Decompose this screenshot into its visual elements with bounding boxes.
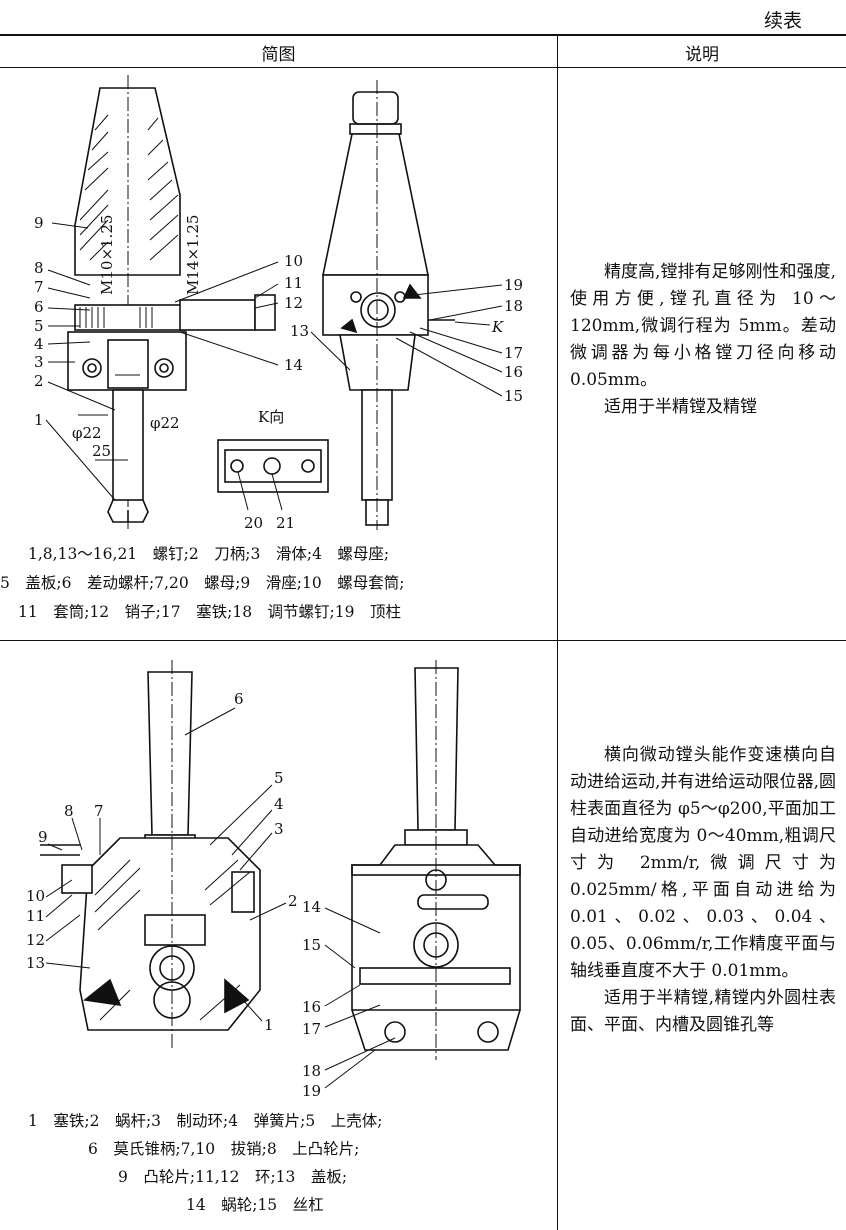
row2-label-10: 10	[26, 887, 45, 905]
row1-left-section-view	[45, 75, 279, 530]
row1-view-k-title: K向	[258, 408, 284, 426]
row1-label-7: 7	[34, 278, 44, 296]
row1-caption-line-1: 1,8,13～16,21 螺钉;2 刀柄;3 滑体;4 螺母座;	[28, 545, 390, 563]
row1-label-10: 10	[284, 252, 303, 270]
row1-label-17: 17	[504, 344, 523, 362]
row1-label-k: K	[491, 318, 504, 336]
row2-caption-line-3: 9 凸轮片;11,12 环;13 盖板;	[118, 1168, 348, 1186]
row2-label-15: 15	[302, 936, 321, 954]
row1-dim-dia-b: φ22	[150, 414, 180, 432]
row1-caption-line-2: 5 盖板;6 差动螺杆;7,20 螺母;9 滑座;10 螺母套筒;	[0, 574, 405, 592]
row1-usage-text: 适用于半精镗及精镗	[604, 397, 757, 417]
row1-caption-line-3: 11 套筒;12 销子;17 塞铁;18 调节螺钉;19 顶柱	[18, 603, 402, 621]
row1-thread-a: M10×1.25	[98, 215, 116, 295]
column-divider	[557, 34, 559, 1230]
continued-label: 续表	[763, 10, 802, 32]
row2-caption-line-2: 6 莫氏锥柄;7,10 拔销;8 上凸轮片;	[88, 1140, 360, 1158]
row2-label-17: 17	[302, 1020, 321, 1038]
row2-label-9: 9	[38, 828, 48, 846]
row2-figure: 6 5 4 3 2 1 8 7 9 10 11 12 13 14 15 16 1…	[26, 660, 521, 1100]
row2-label-1: 1	[264, 1016, 274, 1034]
row1-label-11: 11	[284, 274, 303, 292]
row1-label-19: 19	[504, 276, 523, 294]
row2-label-4: 4	[274, 795, 284, 813]
row2-caption-line-4: 14 蜗轮;15 丝杠	[186, 1196, 324, 1214]
row1-label-16: 16	[504, 363, 523, 381]
row2-label-7: 7	[94, 802, 104, 820]
row1-label-12: 12	[284, 294, 303, 312]
row2-label-2: 2	[288, 892, 298, 910]
row1-dim-dia-a: φ22	[72, 424, 102, 442]
row1-label-9: 9	[34, 214, 44, 232]
row2-label-16: 16	[302, 998, 321, 1016]
row1-label-6: 6	[34, 298, 44, 316]
row2-caption-line-1: 1 塞铁;2 蜗杆;3 制动环;4 弹簧片;5 上壳体;	[28, 1112, 383, 1130]
row2-label-19: 19	[302, 1082, 321, 1100]
row1-label-8: 8	[34, 259, 44, 277]
row1-description-text: 精度高,镗排有足够刚性和强度,使用方便,镗孔直径为 10～120mm,微调行程为…	[570, 262, 836, 390]
row1-figure: 9 8 7 6 5 4 3 2 1 10 11 12 14 13 19 18 K…	[34, 75, 523, 532]
row2-label-12: 12	[26, 931, 45, 949]
row2-label-5: 5	[274, 769, 284, 787]
row1-label-15: 15	[504, 387, 523, 405]
row1-thread-b: M14×1.25	[184, 215, 202, 295]
header-description: 说明	[685, 45, 719, 65]
row1-label-21: 21	[276, 514, 295, 532]
header-divider	[0, 67, 846, 69]
row1-label-2: 2	[34, 372, 44, 390]
row1-hatching	[79, 114, 179, 261]
row-divider	[0, 640, 846, 642]
row1-dim-25: 25	[92, 442, 111, 460]
row1-label-13: 13	[290, 322, 309, 340]
row2-label-6: 6	[234, 690, 244, 708]
row2-label-13: 13	[26, 954, 45, 972]
row2-left-section-view	[40, 660, 287, 1050]
row2-label-3: 3	[274, 820, 284, 838]
row2-label-11: 11	[26, 907, 45, 925]
row1-right-view	[217, 80, 503, 530]
row2-description: 横向微动镗头能作变速横向自动进给运动,并有进给运动限位器,圆柱表面直径为 φ5～…	[570, 742, 836, 1039]
row1-label-5: 5	[34, 317, 44, 335]
row2-label-8: 8	[64, 802, 74, 820]
row2-label-14: 14	[302, 898, 321, 916]
header-figure: 简图	[261, 45, 296, 65]
row1-label-14: 14	[284, 356, 303, 374]
row2-label-18: 18	[302, 1062, 321, 1080]
row1-label-20: 20	[244, 514, 263, 532]
row2-right-view	[324, 660, 521, 1089]
table-top-border	[0, 34, 846, 36]
row1-label-1: 1	[34, 411, 44, 429]
row2-description-text: 横向微动镗头能作变速横向自动进给运动,并有进给运动限位器,圆柱表面直径为 φ5～…	[570, 745, 836, 981]
row2-usage-text: 适用于半精镗,精镗内外圆柱表面、平面、内槽及圆锥孔等	[570, 988, 836, 1035]
row1-label-18: 18	[504, 297, 523, 315]
row1-label-4: 4	[34, 335, 44, 353]
row1-label-3: 3	[34, 353, 44, 371]
row1-description: 精度高,镗排有足够刚性和强度,使用方便,镗孔直径为 10～120mm,微调行程为…	[570, 259, 836, 421]
